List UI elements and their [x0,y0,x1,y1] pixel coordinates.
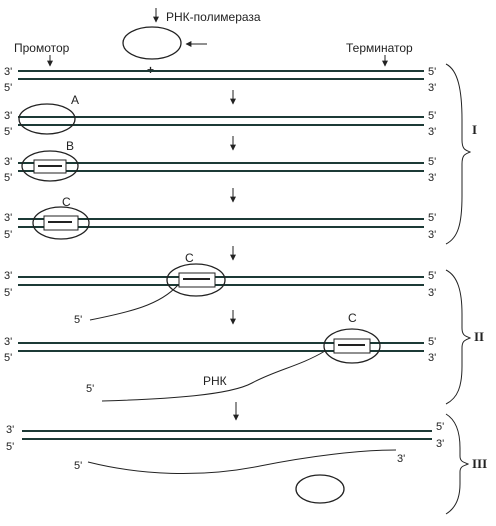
dna-row-1: 3' 5' 5' 3' [4,66,436,94]
polymerase-label: РНК-полимераза [166,10,261,24]
released-rna-three-prime: 3' [397,453,405,465]
terminator-label: Терминатор [346,41,413,55]
stage-brace-2: II [445,269,484,405]
released-rna-five-prime: 5' [74,460,82,472]
polymerase-state-c-row4 [32,206,90,240]
polymerase-state-a [18,103,76,135]
polymerase-state-c-row5 [166,263,226,297]
row5-right-bottom-end: 3' [428,287,436,299]
row5-left-top-end: 3' [4,270,12,282]
stage-2-label: II [474,329,484,344]
dna-row-3: 3' 5' 5' 3' B [4,139,436,184]
row6-right-bottom-end: 3' [428,352,436,364]
stage-1-label: I [472,122,477,137]
row7-right-top-end: 5' [436,421,444,433]
row2-left-top-end: 3' [4,110,12,122]
row1-right-bottom-end: 3' [428,82,436,94]
state-c-label-row4: C [62,195,71,209]
state-c-label-row6: C [348,311,357,325]
state-b-label: B [66,139,74,153]
row7-left-top-end: 3' [6,424,14,436]
row2-left-bottom-end: 5' [4,126,12,138]
free-polymerase [122,26,182,60]
polymerase-group: РНК-полимераза + [122,8,261,77]
row2-right-top-end: 5' [428,110,436,122]
rna-five-prime-row5: 5' [74,314,82,326]
dna-row-5: 3' 5' 5' 3' C 5' [4,251,436,326]
row1-right-top-end: 5' [428,66,436,78]
row5-right-top-end: 5' [428,270,436,282]
polymerase-state-b [21,150,79,182]
row2-right-bottom-end: 3' [428,126,436,138]
released-rna [87,449,397,475]
dna-row-6: 3' 5' 5' 3' C РНК 5' [4,311,436,402]
row7-right-bottom-end: 3' [436,438,444,450]
row1-left-top-end: 3' [4,66,12,78]
polymerase-state-c-row6 [323,328,381,364]
row6-left-bottom-end: 5' [4,352,12,364]
rna-five-prime-row6: 5' [86,383,94,395]
stage-brace-1: I [445,63,477,245]
row3-right-bottom-end: 3' [428,172,436,184]
released-polymerase [295,474,345,504]
row4-left-bottom-end: 5' [4,229,12,241]
row3-left-top-end: 3' [4,156,12,168]
row4-left-top-end: 3' [4,212,12,224]
state-a-label: A [71,93,79,107]
terminator-marker: Терминатор [346,41,413,67]
row3-left-bottom-end: 5' [4,172,12,184]
row6-left-top-end: 3' [4,336,12,348]
row4-right-top-end: 5' [428,212,436,224]
promoter-marker: Промотор [14,41,70,67]
stage-brace-3: III [445,413,487,515]
dna-row-4: 3' 5' 5' 3' C [4,195,436,241]
stage-3-label: III [472,456,487,471]
state-c-label-row5: C [185,251,194,265]
rna-label: РНК [203,374,227,388]
rna-transcript-row5 [89,284,179,321]
row5-left-bottom-end: 5' [4,287,12,299]
dna-row-7: 3' 5' 5' 3' 5' 3' [6,421,444,504]
row6-right-top-end: 5' [428,336,436,348]
row4-right-bottom-end: 3' [428,229,436,241]
row3-right-top-end: 5' [428,156,436,168]
dna-row-2: 3' 5' 5' 3' A [4,93,436,138]
row1-left-bottom-end: 5' [4,82,12,94]
row7-left-bottom-end: 5' [6,441,14,453]
promoter-label: Промотор [14,41,70,55]
rna-transcript-row6 [101,350,326,402]
